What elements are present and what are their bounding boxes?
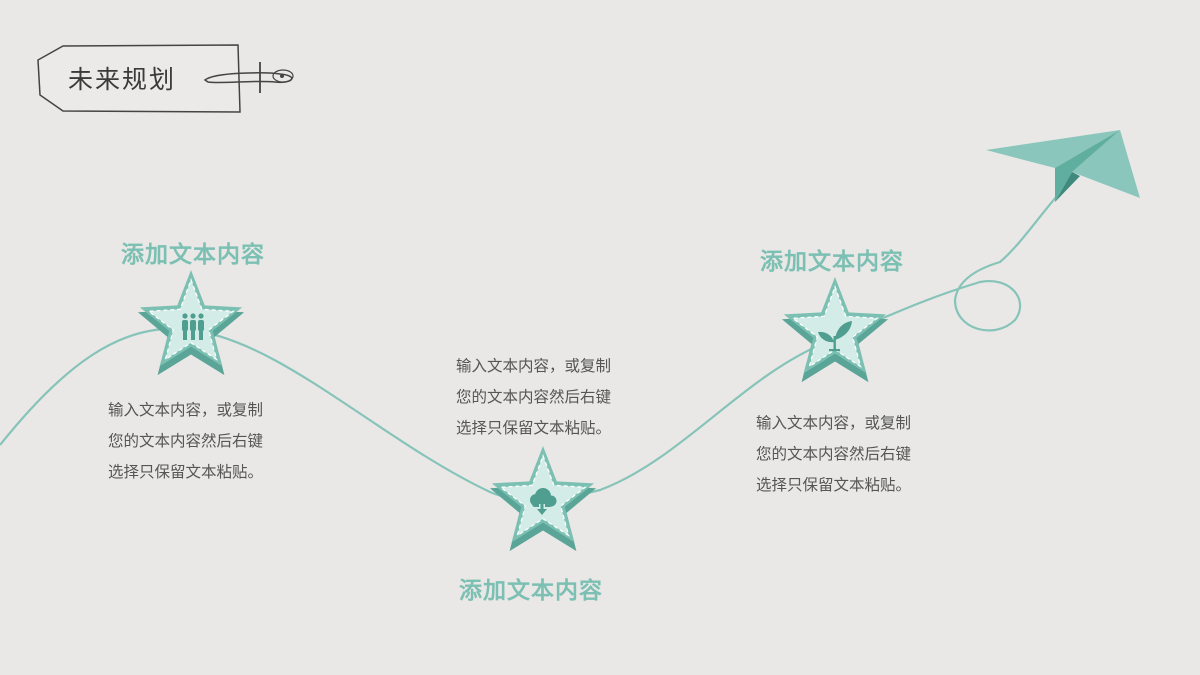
description-line: 选择只保留文本粘贴。 bbox=[756, 476, 912, 494]
page-title: 未来规划 bbox=[68, 65, 177, 94]
description-line: 您的文本内容然后右键 bbox=[756, 445, 912, 463]
description-line: 您的文本内容然后右键 bbox=[456, 388, 612, 406]
description-line: 您的文本内容然后右键 bbox=[108, 432, 264, 450]
item-3-heading: 添加文本内容 bbox=[760, 249, 904, 275]
item-1-description: 输入文本内容，或复制 您的文本内容然后右键 选择只保留文本粘贴。 bbox=[108, 395, 308, 488]
curve-line bbox=[0, 194, 1059, 501]
item-3-description: 输入文本内容，或复制 您的文本内容然后右键 选择只保留文本粘贴。 bbox=[756, 408, 956, 501]
description-line: 输入文本内容，或复制 bbox=[108, 401, 264, 419]
people-icon bbox=[182, 313, 204, 340]
item-1-heading: 添加文本内容 bbox=[121, 242, 265, 268]
item-2-heading: 添加文本内容 bbox=[459, 578, 603, 604]
paper-plane-icon bbox=[986, 130, 1140, 202]
description-line: 输入文本内容，或复制 bbox=[756, 414, 912, 432]
description-line: 选择只保留文本粘贴。 bbox=[456, 419, 612, 437]
sprout-icon bbox=[818, 321, 852, 352]
description-line: 输入文本内容，或复制 bbox=[456, 357, 612, 375]
description-line: 选择只保留文本粘贴。 bbox=[108, 463, 264, 481]
item-2-description: 输入文本内容，或复制 您的文本内容然后右键 选择只保留文本粘贴。 bbox=[456, 351, 656, 444]
cloud-download-icon bbox=[530, 488, 557, 515]
